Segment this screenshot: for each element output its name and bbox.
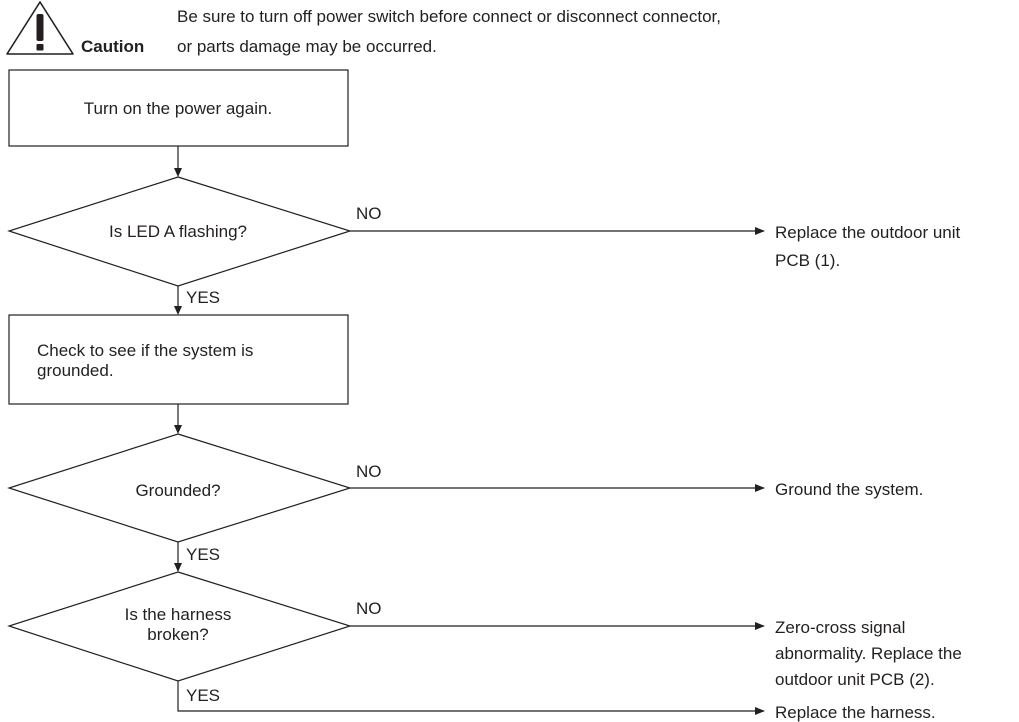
no-branch-arrowhead — [755, 227, 765, 235]
yes-label: YES — [186, 545, 220, 564]
step-label: Turn on the power again. — [84, 99, 272, 118]
yes-label: YES — [186, 288, 220, 307]
step-check-grounded: Check to see if the system is grounded. — [8, 314, 349, 405]
no-branch-arrowhead — [755, 484, 765, 492]
connector-arrowhead — [174, 425, 182, 434]
outcome-line-2: abnormality. Replace the — [775, 644, 962, 663]
outcome-line-1: Ground the system. — [775, 480, 923, 499]
outcome-line-1: Zero-cross signal — [775, 618, 905, 637]
step-box — [8, 69, 349, 147]
caution-text-line-2: or parts damage may be occurred. — [177, 37, 437, 56]
yes-branch-arrowhead — [174, 563, 182, 572]
outcome-ground-system: Ground the system. — [775, 480, 923, 499]
yes-branch-arrowhead — [755, 707, 765, 715]
yes-label: YES — [186, 686, 220, 705]
decision-label: Grounded? — [135, 481, 220, 500]
outcome-line-3: outdoor unit PCB (2). — [775, 670, 935, 689]
yes-branch-line — [177, 681, 756, 712]
yes-branch-arrowhead — [174, 306, 182, 315]
step-label-line-1: Check to see if the system is — [37, 341, 253, 360]
decision-grounded: Grounded? — [7, 433, 353, 543]
caution-notice: Caution Be sure to turn off power switch… — [6, 1, 721, 56]
no-label: NO — [356, 462, 382, 481]
decision-label-line-2: broken? — [147, 625, 208, 644]
outcome-zero-cross: Zero-cross signal abnormality. Replace t… — [775, 618, 962, 689]
decision-harness-broken: Is the harness broken? — [7, 571, 352, 682]
step-label-line-2: grounded. — [37, 361, 114, 380]
no-label: NO — [356, 599, 382, 618]
outcome-line-2: PCB (1). — [775, 251, 840, 270]
no-branch-arrowhead — [755, 622, 765, 630]
outcome-replace-pcb-1: Replace the outdoor unit PCB (1). — [775, 223, 961, 270]
step-turn-on-power: Turn on the power again. — [8, 69, 349, 147]
warning-triangle-icon — [6, 1, 74, 55]
outcome-line-1: Replace the outdoor unit — [775, 223, 961, 242]
connector-arrowhead — [174, 168, 182, 177]
caution-text-line-1: Be sure to turn off power switch before … — [177, 7, 721, 26]
no-label: NO — [356, 204, 382, 223]
outcome-replace-harness: Replace the harness. — [775, 703, 936, 722]
decision-led-flashing: Is LED A flashing? — [7, 176, 352, 287]
decision-label: Is LED A flashing? — [109, 222, 247, 241]
decision-label-line-1: Is the harness — [125, 605, 232, 624]
caution-label: Caution — [81, 37, 144, 56]
outcome-line-1: Replace the harness. — [775, 703, 936, 722]
